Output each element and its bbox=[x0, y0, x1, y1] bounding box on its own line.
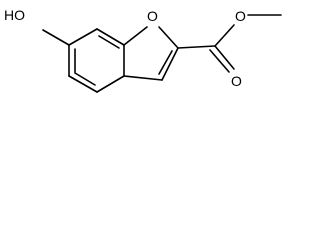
bond-c2-c3-inner bbox=[158, 50, 173, 75]
bond-o1-c2 bbox=[158, 26, 179, 49]
bond-c3-c3a bbox=[123, 75, 163, 81]
bond-c7-c7a-inner bbox=[98, 35, 120, 49]
hydroxyl-group: HO bbox=[4, 7, 70, 46]
bond-c7-c7a bbox=[96, 28, 125, 46]
bond-carbonyl-double-1 bbox=[214, 45, 235, 70]
bond-c2-carbonyl bbox=[177, 45, 216, 49]
ester-oxygen-label: O bbox=[235, 8, 246, 24]
benzene-ring bbox=[68, 28, 125, 93]
hydroxyl-label: HO bbox=[4, 7, 25, 23]
carbonyl-oxygen-label: O bbox=[231, 73, 242, 89]
bond-c7a-o1 bbox=[123, 26, 148, 46]
molecule-structure: HO O O O bbox=[4, 7, 282, 93]
ring-oxygen-label: O bbox=[147, 8, 158, 24]
bond-carbonyl-double-2 bbox=[209, 49, 230, 73]
bond-c3a-c4 bbox=[96, 75, 125, 93]
bond-c2-c3 bbox=[161, 47, 179, 81]
bond-carbonyl-ester-o bbox=[214, 24, 235, 47]
bond-c6-oh bbox=[42, 29, 70, 46]
bond-c6-c7 bbox=[68, 28, 98, 46]
bond-c4-c5-inner bbox=[74, 72, 96, 86]
methyl-ester-group: O O bbox=[177, 8, 282, 89]
bond-c4-c5 bbox=[68, 75, 98, 93]
furan-ring: O bbox=[123, 8, 179, 81]
